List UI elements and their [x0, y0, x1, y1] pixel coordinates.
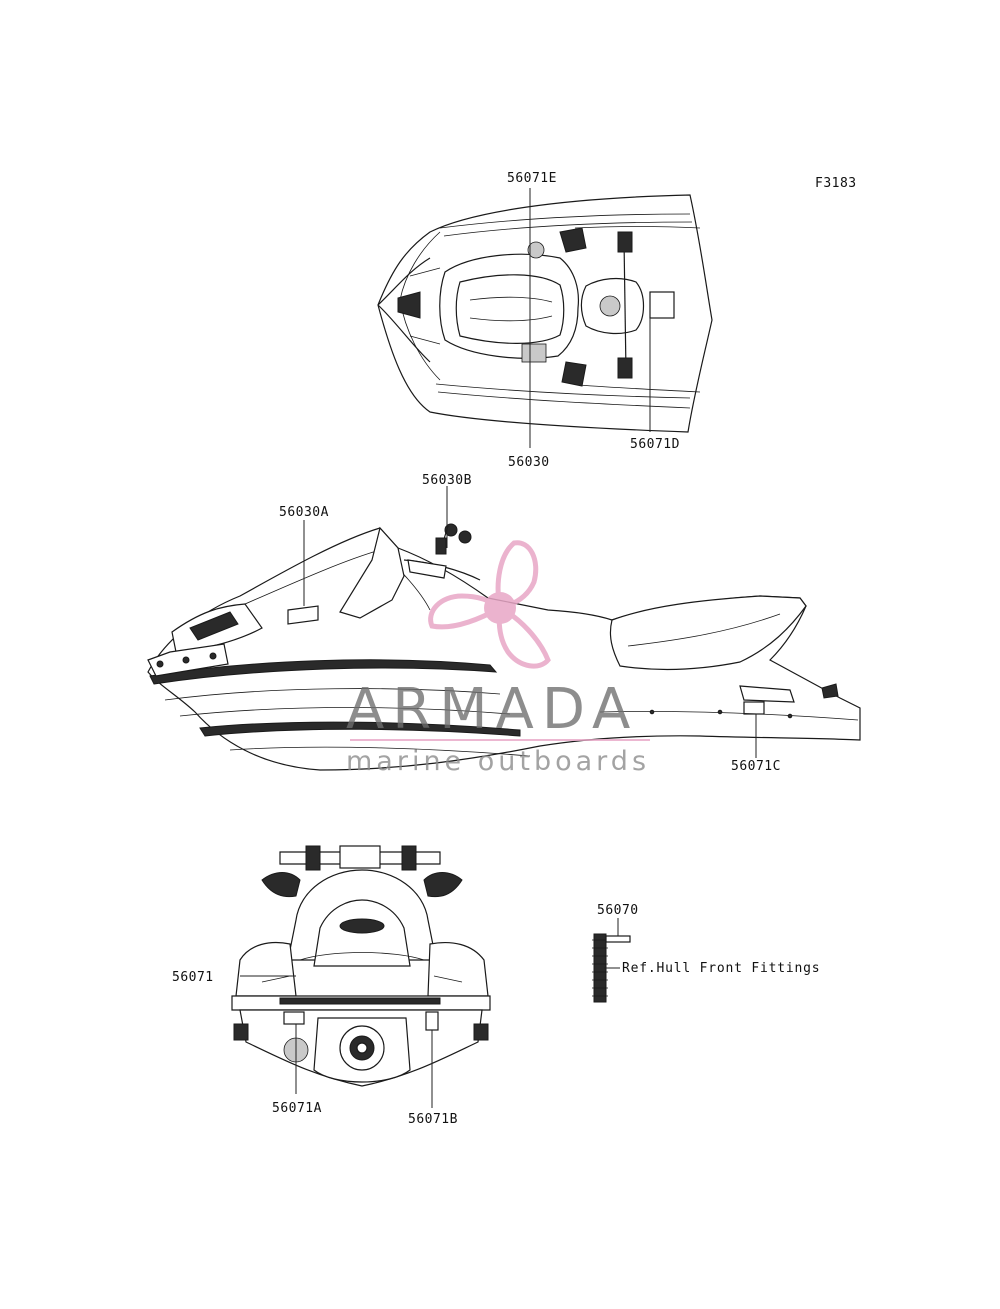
side-view-callouts: 56030B 56030A 56071C	[279, 473, 781, 774]
figure-code: F3183	[815, 176, 857, 191]
side-view-illustration	[147, 523, 861, 771]
armada-propeller-logo	[428, 540, 551, 669]
callout-56070: 56070	[597, 903, 639, 918]
top-view-illustration	[377, 194, 713, 433]
callout-56030A: 56030A	[279, 505, 329, 520]
callout-56071B: 56071B	[408, 1112, 458, 1127]
callout-56030: 56030	[508, 455, 550, 470]
armada-watermark: ARMADA marine outboards	[346, 540, 650, 777]
reference-note: Ref.Hull Front Fittings	[622, 961, 820, 976]
callout-56071C: 56071C	[731, 759, 781, 774]
watermark-brand: ARMADA	[346, 677, 638, 742]
watermark-tagline: marine outboards	[346, 746, 650, 777]
part-56070-illustration	[592, 918, 631, 1003]
rear-view-callouts: 56071 56071A 56071B	[172, 970, 458, 1127]
rear-view-illustration	[231, 845, 491, 1087]
callout-56030B: 56030B	[422, 473, 472, 488]
top-view-callouts: 56071E 56030 56071D	[507, 171, 680, 470]
callout-56071D: 56071D	[630, 437, 680, 452]
callout-56071E: 56071E	[507, 171, 557, 186]
callout-56071A: 56071A	[272, 1101, 322, 1116]
callout-56071: 56071	[172, 970, 214, 985]
